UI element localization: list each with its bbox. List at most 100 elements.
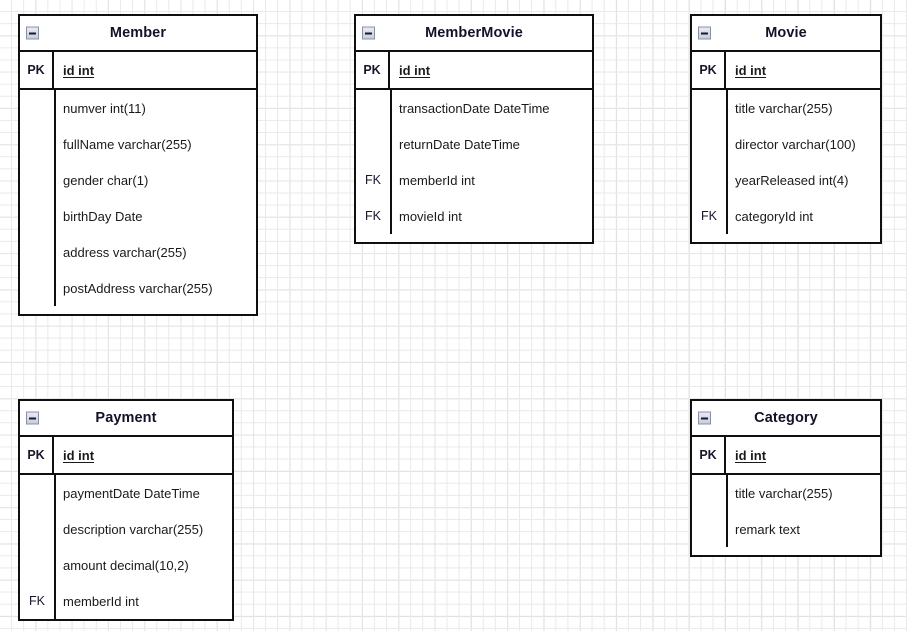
primary-key-section: PK id int: [692, 52, 880, 90]
attribute-label: fullName varchar(255): [63, 136, 192, 152]
key-badge: PK: [692, 437, 726, 473]
entity-header: Movie: [692, 16, 880, 52]
table-row[interactable]: paymentDate DateTime: [20, 475, 232, 511]
attribute-label: id int: [399, 62, 431, 78]
attribute-label: gender char(1): [63, 172, 149, 188]
table-row[interactable]: FK movieId int: [356, 198, 592, 234]
attribute-label: title varchar(255): [735, 485, 833, 501]
key-badge: [20, 547, 54, 583]
attribute-label: returnDate DateTime: [399, 136, 520, 152]
key-badge: [692, 90, 726, 126]
attribute-label: numver int(11): [63, 100, 146, 116]
entity-header: MemberMovie: [356, 16, 592, 52]
attribute-label: memberId int: [399, 172, 475, 188]
table-row[interactable]: title varchar(255): [692, 90, 880, 126]
collapse-minus-icon[interactable]: [26, 26, 39, 40]
attribute-label: title varchar(255): [735, 100, 833, 116]
attribute-section: transactionDate DateTime returnDate DateT…: [356, 90, 592, 242]
key-badge: PK: [692, 52, 726, 88]
section-spacer: [356, 234, 592, 242]
table-row[interactable]: FK memberId int: [20, 583, 232, 619]
attribute-label: categoryId int: [735, 208, 814, 224]
table-row[interactable]: FK memberId int: [356, 162, 592, 198]
table-row[interactable]: amount decimal(10,2): [20, 547, 232, 583]
table-row[interactable]: PK id int: [20, 52, 256, 88]
table-row[interactable]: birthDay Date: [20, 198, 256, 234]
table-row[interactable]: title varchar(255): [692, 475, 880, 511]
attribute-label: id int: [63, 62, 95, 78]
entity-title: Category: [754, 409, 818, 426]
attribute-label: memberId int: [63, 593, 139, 609]
attribute-label: remark text: [735, 521, 801, 537]
table-row[interactable]: description varchar(255): [20, 511, 232, 547]
attribute-section: title varchar(255) director varchar(100) y…: [692, 90, 880, 242]
section-spacer: [692, 234, 880, 242]
column-divider: [54, 475, 56, 619]
table-row[interactable]: postAddress varchar(255): [20, 270, 256, 306]
section-spacer: [692, 547, 880, 555]
table-row[interactable]: PK id int: [692, 52, 880, 88]
entity-header: Member: [20, 16, 256, 52]
key-badge: [692, 475, 726, 511]
key-badge: [20, 126, 54, 162]
attribute-label: paymentDate DateTime: [63, 485, 200, 501]
table-row[interactable]: FK categoryId int: [692, 198, 880, 234]
attribute-label: postAddress varchar(255): [63, 280, 213, 296]
key-badge: [20, 198, 54, 234]
table-row[interactable]: yearReleased int(4): [692, 162, 880, 198]
table-row[interactable]: fullName varchar(255): [20, 126, 256, 162]
key-badge: FK: [365, 209, 381, 223]
primary-key-section: PK id int: [20, 52, 256, 90]
key-badge: PK: [20, 437, 54, 473]
attribute-section: numver int(11) fullName varchar(255) gende…: [20, 90, 256, 314]
table-row[interactable]: director varchar(100): [692, 126, 880, 162]
key-badge: FK: [29, 594, 45, 608]
entity-header: Category: [692, 401, 880, 437]
key-badge: PK: [356, 52, 390, 88]
collapse-minus-icon[interactable]: [698, 26, 711, 40]
attribute-label: id int: [63, 447, 95, 463]
table-row[interactable]: numver int(11): [20, 90, 256, 126]
primary-key-section: PK id int: [20, 437, 232, 475]
key-badge: PK: [20, 52, 54, 88]
key-badge: [692, 162, 726, 198]
entity-title: MemberMovie: [425, 24, 523, 41]
collapse-minus-icon[interactable]: [26, 411, 39, 425]
table-row[interactable]: PK id int: [356, 52, 592, 88]
table-row[interactable]: gender char(1): [20, 162, 256, 198]
column-divider: [726, 475, 728, 547]
attribute-label: id int: [735, 62, 767, 78]
key-badge: [356, 90, 390, 126]
key-badge: FK: [365, 173, 381, 187]
collapse-minus-icon[interactable]: [698, 411, 711, 425]
entity-title: Payment: [95, 409, 157, 426]
key-badge: [20, 162, 54, 198]
attribute-label: description varchar(255): [63, 521, 204, 537]
entity-title: Member: [109, 24, 167, 41]
table-row[interactable]: address varchar(255): [20, 234, 256, 270]
attribute-label: movieId int: [399, 208, 462, 224]
attribute-label: yearReleased int(4): [735, 172, 849, 188]
section-spacer: [20, 306, 256, 314]
key-badge: FK: [701, 209, 717, 223]
table-row[interactable]: PK id int: [20, 437, 232, 473]
table-row[interactable]: returnDate DateTime: [356, 126, 592, 162]
key-badge: [20, 511, 54, 547]
table-row[interactable]: transactionDate DateTime: [356, 90, 592, 126]
attribute-label: director varchar(100): [735, 136, 856, 152]
collapse-minus-icon[interactable]: [362, 26, 375, 40]
key-badge: [20, 270, 54, 306]
attribute-section: paymentDate DateTime description varchar(…: [20, 475, 232, 619]
key-badge: [20, 234, 54, 270]
key-badge: [692, 511, 726, 547]
table-row[interactable]: remark text: [692, 511, 880, 547]
entity-header: Payment: [20, 401, 232, 437]
attribute-section: title varchar(255) remark text: [692, 475, 880, 555]
